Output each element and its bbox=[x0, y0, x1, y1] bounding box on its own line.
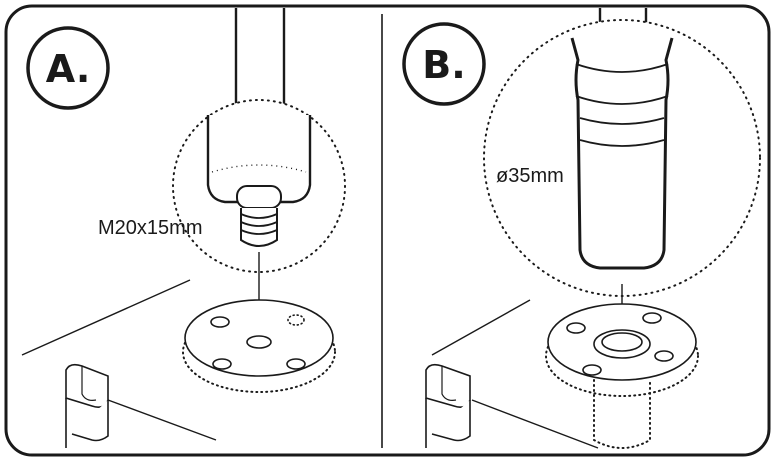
thread-spec-label: M20x15mm bbox=[98, 217, 202, 239]
step-badge-b: B. bbox=[402, 22, 486, 106]
hidden-leg-b bbox=[593, 379, 651, 449]
table-edge-a bbox=[21, 279, 217, 441]
table-clamp-b bbox=[425, 363, 471, 448]
base-plate-b bbox=[545, 303, 699, 397]
threaded-stud-a bbox=[236, 185, 282, 247]
base-plate-a bbox=[182, 299, 336, 393]
table-edge-b bbox=[431, 299, 599, 449]
svg-text:B.: B. bbox=[422, 43, 465, 87]
panel-b: ø35mm B. bbox=[402, 8, 761, 449]
panel-a: M20x15mm A. bbox=[21, 8, 346, 448]
svg-text:A.: A. bbox=[46, 47, 91, 91]
step-badge-a: A. bbox=[26, 26, 110, 110]
pole-end-b bbox=[570, 37, 674, 270]
diameter-label: ø35mm bbox=[496, 165, 564, 187]
table-clamp-a bbox=[65, 363, 109, 448]
